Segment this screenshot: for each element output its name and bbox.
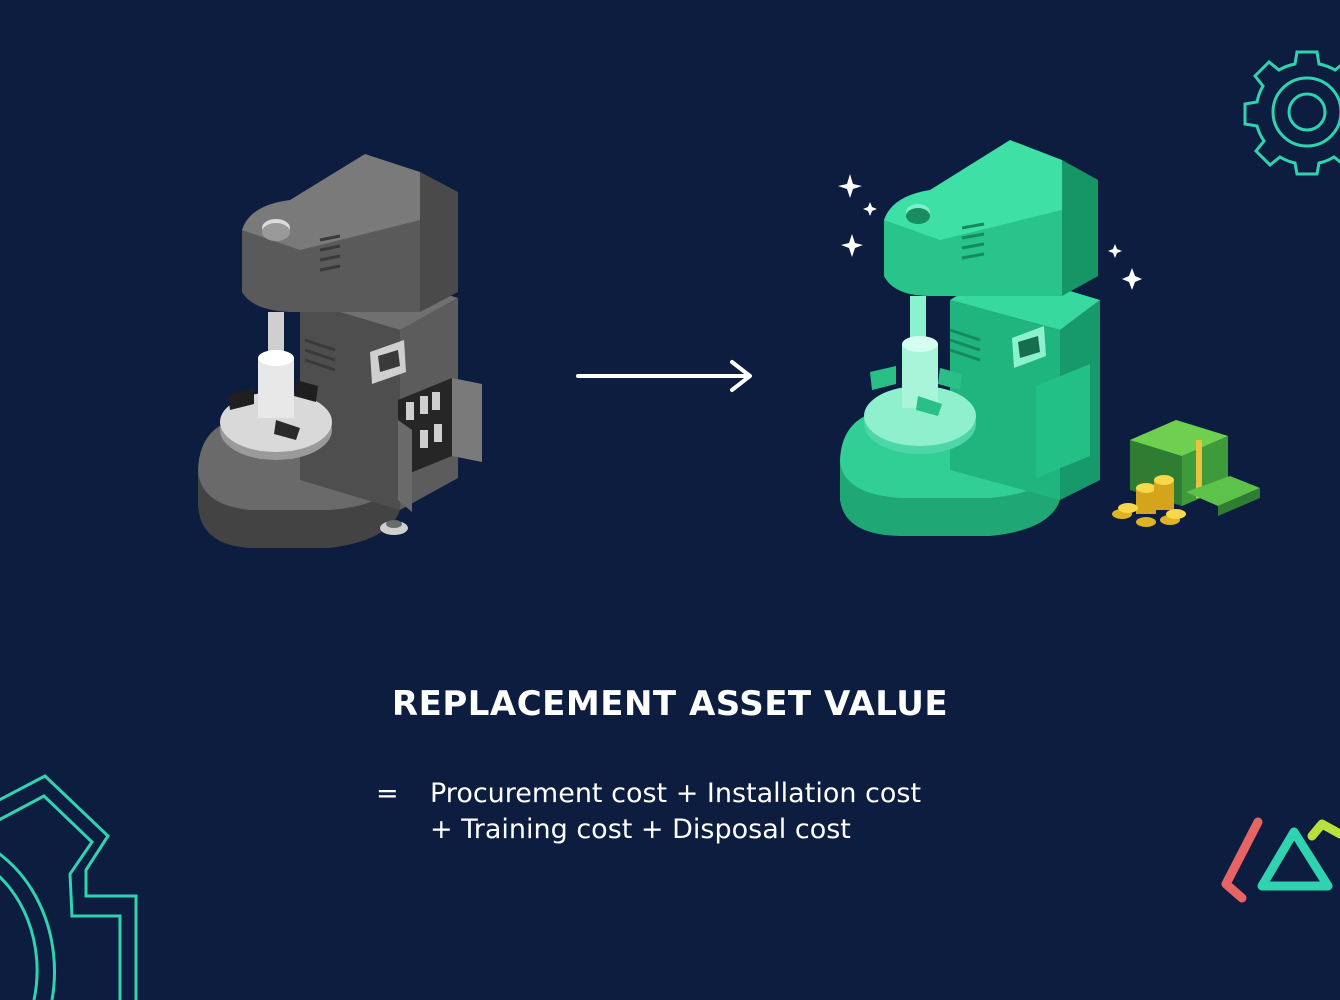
gear-icon bbox=[0, 774, 138, 1000]
brand-logo-icon bbox=[1221, 817, 1340, 903]
coin-stack-icon bbox=[1112, 475, 1186, 527]
page-title: REPLACEMENT ASSET VALUE bbox=[391, 684, 949, 724]
formula-line-1: Procurement cost + Installation cost bbox=[430, 778, 922, 809]
old-machine-illustration bbox=[198, 154, 482, 548]
right-arrow-icon bbox=[576, 360, 752, 392]
formula-line-2: + Training cost + Disposal cost bbox=[430, 814, 851, 845]
sparkle-icon bbox=[838, 174, 1142, 290]
new-machine-illustration bbox=[840, 140, 1100, 536]
gear-icon bbox=[1243, 50, 1340, 176]
equals-sign: = bbox=[376, 778, 399, 809]
cash-stack-icon bbox=[1130, 420, 1260, 516]
